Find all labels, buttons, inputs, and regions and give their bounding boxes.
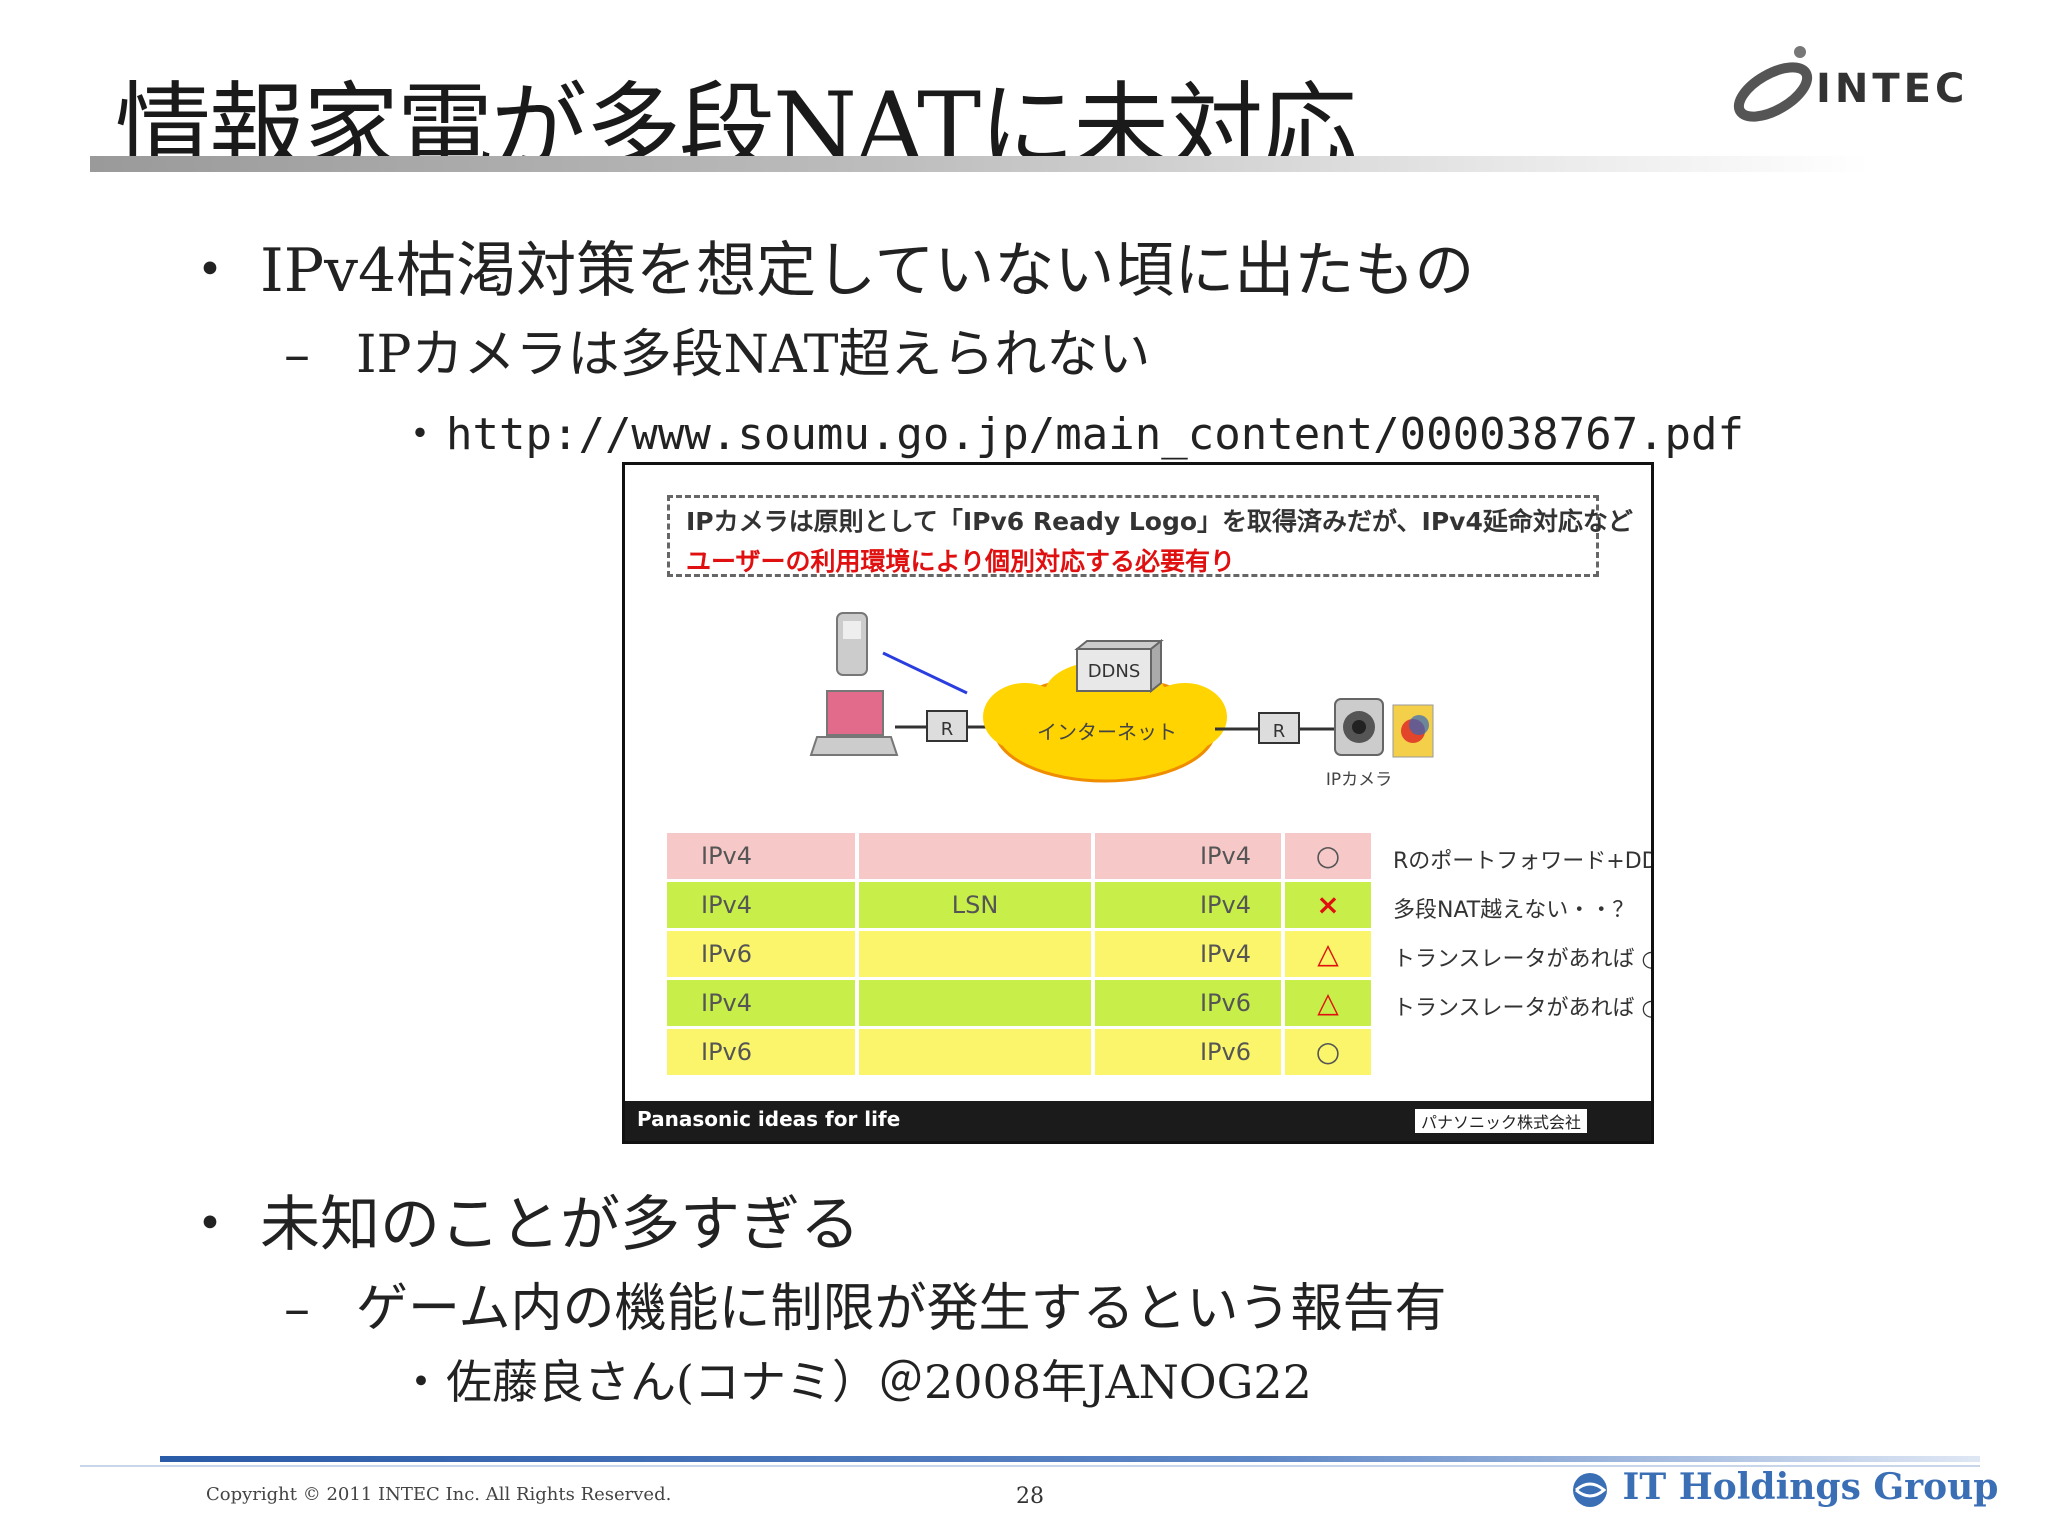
- network-figure: IPカメラは原則として「IPv6 Ready Logo」を取得済みだが、IPv4…: [622, 462, 1654, 1144]
- router-right-icon: R: [1258, 712, 1300, 744]
- bullet-marker: –: [284, 325, 310, 385]
- bullet-marker: ・: [398, 409, 442, 460]
- row-middle: LSN: [859, 882, 1091, 928]
- bullet-4: ・未知のことが多すぎる: [180, 1176, 860, 1263]
- ipv6-ready-logo-icon: [1392, 704, 1434, 758]
- bullet-marker: ・: [180, 236, 240, 306]
- page-number: 28: [1016, 1484, 1044, 1509]
- ip-camera-icon: IPカメラ: [1326, 698, 1392, 790]
- row-middle: [859, 1029, 1091, 1075]
- row-bg-left: IPv4: [667, 833, 855, 879]
- router-left-icon: R: [926, 710, 968, 742]
- figure-note: IPカメラは原則として「IPv6 Ready Logo」を取得済みだが、IPv4…: [667, 495, 1633, 577]
- bullet-text: 佐藤良さん(コナミ）＠2008年JANOG22: [446, 1355, 1312, 1409]
- reference-link[interactable]: http://www.soumu.go.jp/main_content/0000…: [446, 409, 1745, 460]
- row-bg-left: IPv6: [667, 931, 855, 977]
- router-left-label: R: [941, 719, 954, 740]
- bullet-1: ・ IPv4枯渇対策を想定していない頃に出たもの: [180, 222, 1474, 309]
- bullet-2: –IPカメラは多段NAT超えられない: [284, 312, 1150, 387]
- row-bg-left: IPv4: [667, 980, 855, 1026]
- router-right-label: R: [1273, 721, 1286, 742]
- panasonic-brand: Panasonic ideas for life: [637, 1107, 901, 1131]
- bullet-6: ・佐藤良さん(コナミ）＠2008年JANOG22: [398, 1346, 1312, 1412]
- wireless-link: [882, 651, 968, 695]
- row-right: IPv4: [1095, 882, 1281, 928]
- bullet-5: –ゲーム内の機能に制限が発生するという報告有: [284, 1266, 1446, 1341]
- internet-cloud-icon: インターネット: [983, 661, 1227, 783]
- bullet-text: IPカメラは多段NAT超えられない: [356, 325, 1151, 385]
- bullet-text: ゲーム内の機能に制限が発生するという報告有: [356, 1279, 1447, 1339]
- note-line-2: ユーザーの利用環境により個別対応する必要有り: [686, 547, 1236, 576]
- copyright: Copyright © 2011 INTEC Inc. All Rights R…: [206, 1484, 672, 1505]
- intec-swoosh-icon: [1733, 46, 1813, 122]
- status-note: トランスレータがあれば ○: [1393, 947, 1654, 972]
- ddns-server-icon: DDNS: [1074, 638, 1164, 694]
- bullet-text: IPv4枯渇対策を想定していない頃に出たもの: [260, 236, 1475, 306]
- laptop-icon: [809, 690, 899, 756]
- it-holdings-logo: IT Holdings Group: [1570, 1466, 1998, 1510]
- status-mark: △: [1285, 980, 1371, 1026]
- note-line-1: IPカメラは原則として「IPv6 Ready Logo」を取得済みだが、IPv4…: [686, 507, 1633, 536]
- row-middle: [859, 833, 1091, 879]
- status-mark: ×: [1285, 882, 1371, 928]
- internet-label: インターネット: [1037, 720, 1177, 744]
- row-bg-left: IPv4: [667, 882, 855, 928]
- ip-camera-label: IPカメラ: [1326, 770, 1392, 790]
- bullet-marker: –: [284, 1279, 310, 1339]
- logo-text: INTEC: [1816, 66, 1969, 112]
- status-note: Rのポートフォワード+DDNS: [1393, 849, 1651, 874]
- intec-logo: INTEC: [1728, 40, 2028, 130]
- figure-footer: Panasonic ideas for life パナソニック株式会社: [625, 1101, 1651, 1141]
- row-bg-left: IPv6: [667, 1029, 855, 1075]
- status-note: 多段NAT越えない・・？: [1393, 898, 1635, 923]
- panasonic-company: パナソニック株式会社: [1415, 1109, 1588, 1133]
- status-note: トランスレータがあれば ○: [1393, 996, 1654, 1021]
- row-middle: [859, 980, 1091, 1026]
- group-name: IT Holdings Group: [1622, 1466, 1999, 1508]
- row-right: IPv6: [1095, 1029, 1281, 1075]
- bullet-marker: ・: [398, 1355, 444, 1409]
- network-diagram: R インターネット DDNS R: [625, 605, 1651, 805]
- footer-rule: [160, 1456, 1980, 1462]
- ddns-label: DDNS: [1088, 661, 1141, 682]
- footer-rule-thin: [80, 1465, 1980, 1467]
- status-mark: ○: [1285, 1029, 1371, 1075]
- status-mark: △: [1285, 931, 1371, 977]
- bullet-marker: ・: [180, 1190, 240, 1260]
- title-underline: [90, 156, 1870, 172]
- row-middle: [859, 931, 1091, 977]
- mobile-phone-icon: [836, 612, 868, 676]
- status-mark: ○: [1285, 833, 1371, 879]
- row-right: IPv4: [1095, 833, 1281, 879]
- row-right: IPv4: [1095, 931, 1281, 977]
- bullet-text: 未知のことが多すぎる: [260, 1190, 860, 1260]
- bullet-3: ・http://www.soumu.go.jp/main_content/000…: [398, 398, 1744, 462]
- row-right: IPv6: [1095, 980, 1281, 1026]
- globe-icon: [1573, 1473, 1607, 1507]
